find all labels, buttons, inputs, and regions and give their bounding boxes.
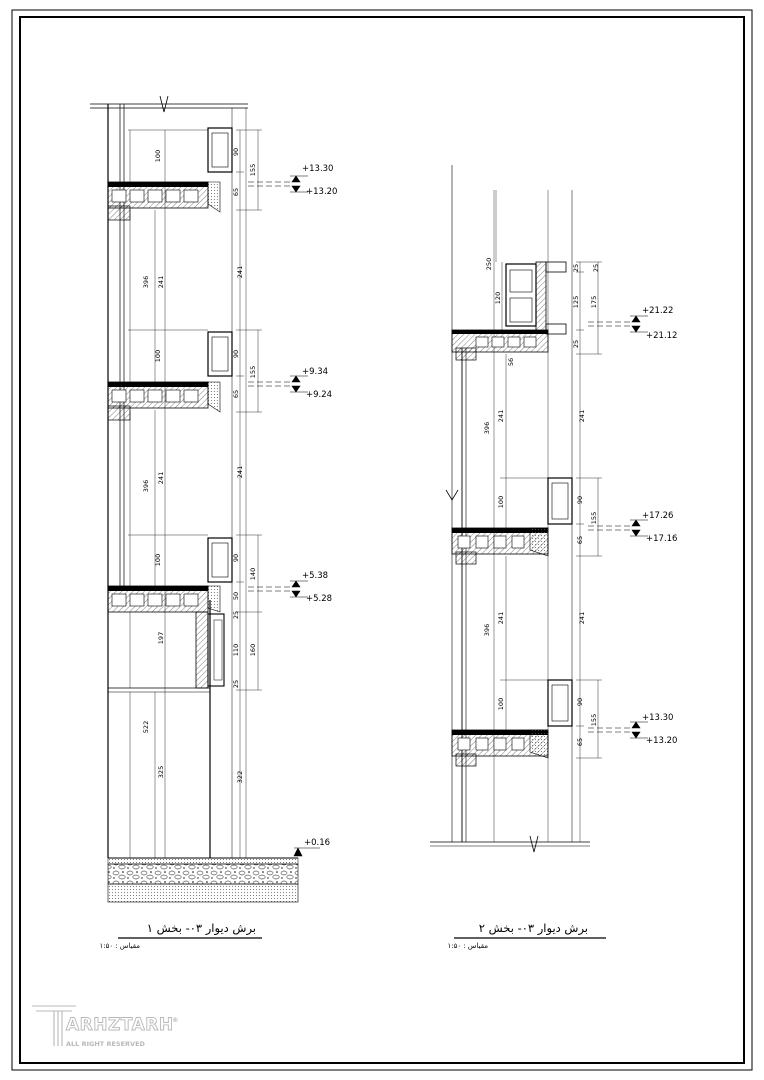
levels-section-2 (588, 315, 648, 739)
dim: 90 (232, 350, 240, 358)
dim: 125 (572, 296, 580, 308)
inner-border (19, 16, 745, 1064)
dim: 325 (157, 766, 165, 778)
level-label: +5.38 (302, 571, 328, 581)
dim: 25 (592, 264, 600, 272)
dim: 155 (590, 714, 598, 726)
section-scale: مقیاس : ۱:۵۰ (447, 942, 488, 950)
level-label: +13.20 (306, 187, 337, 197)
dim: 25 (572, 264, 580, 272)
level-label: +0.16 (304, 838, 330, 848)
dim: 100 (497, 496, 505, 508)
dim: 155 (590, 512, 598, 524)
dim: 241 (497, 410, 505, 422)
level-label: +13.30 (302, 164, 333, 174)
section-scale: مقیاس : ۱:۵۰ (99, 942, 140, 950)
dim: 396 (142, 480, 150, 492)
dim: 56 (507, 358, 515, 366)
level-label: +21.12 (646, 331, 677, 341)
dim: 160 (249, 644, 257, 656)
ground-slab (107, 857, 299, 903)
level-label: +5.28 (306, 594, 332, 604)
slab-2a (451, 329, 549, 361)
dim: 25 (232, 611, 240, 619)
level-label: +9.34 (302, 367, 328, 377)
level-label: +21.22 (642, 306, 673, 316)
dim: 120 (494, 292, 502, 304)
slab-1c (107, 585, 221, 613)
watermark-tagline: ALL RIGHT RESERVED (66, 1040, 146, 1048)
section-title: برش دیوار ۰۳- بخش ۲ (479, 921, 588, 936)
dim: 241 (497, 612, 505, 624)
wall-section-1: 100 90 155 65 396 241 241 100 90 155 65 … (90, 95, 337, 950)
dim: 65 (232, 390, 240, 398)
dim: 25 (232, 680, 240, 688)
dim: 65 (576, 738, 584, 746)
dim: 241 (236, 266, 244, 278)
dim: 396 (483, 624, 491, 636)
dim: 522 (142, 721, 150, 733)
dim: 155 (249, 164, 257, 176)
dim: 90 (232, 554, 240, 562)
dim: 100 (154, 554, 162, 566)
dim: 90 (576, 698, 584, 706)
dims-section-2: 250 25 25 120 125 175 25 56 396 241 241 … (483, 258, 600, 746)
dim: 90 (232, 148, 240, 156)
dim: 140 (249, 568, 257, 580)
slab-1b (107, 381, 221, 421)
level-label: +13.20 (646, 736, 677, 746)
watermark-brand: ARHZTARH (66, 1015, 174, 1035)
watermark-registered-mark: ® (172, 1016, 179, 1024)
dim: 241 (157, 276, 165, 288)
dim: 241 (578, 612, 586, 624)
levels-section-1 (248, 175, 320, 857)
dim: 396 (483, 422, 491, 434)
dim: 175 (590, 296, 598, 308)
slab-1a (107, 181, 221, 221)
level-label: +17.16 (646, 534, 677, 544)
dim: 241 (236, 466, 244, 478)
dim: 396 (142, 276, 150, 288)
dim: 110 (232, 644, 240, 656)
dim: 241 (578, 410, 586, 422)
dim: 65 (576, 536, 584, 544)
dim: 100 (154, 150, 162, 162)
dim: 197 (157, 632, 165, 644)
dim: 155 (249, 366, 257, 378)
level-label: +9.24 (306, 390, 332, 400)
outer-border (11, 9, 753, 1071)
section-title: برش دیوار ۰۳- بخش ۱ (147, 921, 256, 936)
dims-section-1: 100 90 155 65 396 241 241 100 90 155 65 … (142, 148, 257, 783)
slab-2c (451, 729, 549, 767)
slab-2b (451, 527, 549, 565)
dim: 90 (576, 496, 584, 504)
wall-section-2: 250 25 25 120 125 175 25 56 396 241 241 … (430, 165, 677, 950)
level-label: +17.26 (642, 511, 673, 521)
dim: 241 (157, 472, 165, 484)
dim: 65 (232, 188, 240, 196)
dim: 100 (154, 350, 162, 362)
dim: 250 (485, 258, 493, 270)
dim: 322 (236, 771, 244, 783)
dim: 50 (232, 592, 240, 600)
dim: 25 (572, 340, 580, 348)
column-logo-icon (32, 1005, 76, 1046)
dim: 100 (497, 698, 505, 710)
level-label: +13.30 (642, 713, 673, 723)
watermark-logo: ARHZTARH ALL RIGHT RESERVED ® (32, 1005, 179, 1048)
